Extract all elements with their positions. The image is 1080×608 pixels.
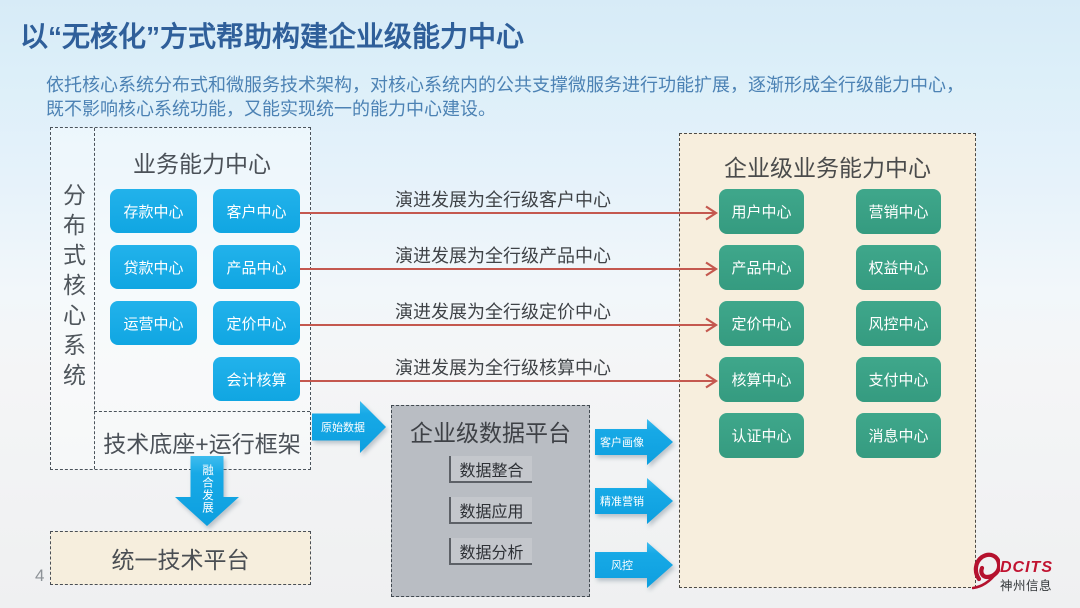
right-arrow-shape [595,542,673,588]
connector-arrowhead [705,317,718,333]
data-item-application: 数据应用 [449,497,532,524]
down-arrow-shape [175,456,239,526]
button-auth-center: 认证中心 [719,413,804,458]
customer-portrait-arrow-label: 客户画像 [600,437,644,449]
connector-customer-center: 演进发展为全行级客户中心 [300,190,718,221]
precision-marketing-arrow-label: 精准营销 [600,496,644,508]
connector-label: 演进发展为全行级核算中心 [395,358,611,378]
subtitle-line-2: 既不影响核心系统功能，又能实现统一的能力中心建设。 [46,99,496,119]
enterprise-capability-panel: 企业级业务能力中心 用户中心 营销中心 产品中心 权益中心 定价中心 风控中心 … [679,133,976,588]
risk-control-arrow: 风控 [595,542,673,588]
connector-pricing-center: 演进发展为全行级定价中心 [300,302,718,333]
connector-label: 演进发展为全行级定价中心 [395,302,611,322]
enterprise-data-platform-title: 企业级数据平台 [410,420,571,446]
button-user-center: 用户中心 [719,189,804,234]
dcits-logo-text: DCITS [1000,559,1053,576]
unified-tech-platform-box: 统一技术平台 [50,531,311,585]
button-message-center: 消息中心 [856,413,941,458]
enterprise-data-platform: 企业级数据平台 数据整合 数据应用 数据分析 [391,405,590,597]
data-item-analysis: 数据分析 [449,538,532,565]
connector-arrowhead [705,261,718,277]
connector-label: 演进发展为全行级客户中心 [395,190,611,210]
button-deposit-center: 存款中心 [110,189,197,233]
customer-portrait-arrow: 客户画像 [595,419,673,465]
precision-marketing-arrow: 精准营销 [595,478,673,524]
connector-line [300,380,715,382]
dcits-logo-icon [972,552,1000,590]
button-payment-center: 支付中心 [856,357,941,402]
connector-accounting-center: 演进发展为全行级核算中心 [300,358,718,389]
enterprise-capability-panel-title: 企业级业务能力中心 [724,155,931,181]
data-item-integration: 数据整合 [449,456,532,483]
tech-base-label: 技术底座+运行框架 [103,431,301,457]
button-product-center-2: 产品中心 [719,245,804,290]
button-marketing-center: 营销中心 [856,189,941,234]
connector-arrowhead [705,205,718,221]
subtitle-line-1: 依托核心系统分布式和微服务技术架构，对核心系统内的公共支撑微服务进行功能扩展，逐… [46,75,964,95]
button-customer-center: 客户中心 [213,189,300,233]
panel-column-divider [94,128,95,469]
button-risk-center: 风控中心 [856,301,941,346]
page-number: 4 [35,566,45,585]
dcits-company-name: 神州信息 [1000,579,1053,593]
button-loan-center: 贷款中心 [110,245,197,289]
raw-data-arrow: 原始数据 [312,401,386,453]
slide-subtitle: 依托核心系统分布式和微服务技术架构，对核心系统内的公共支撑微服务进行功能扩展，逐… [46,73,976,121]
connector-product-center: 演进发展为全行级产品中心 [300,246,718,277]
button-operation-center: 运营中心 [110,301,197,345]
button-product-center: 产品中心 [213,245,300,289]
connector-label: 演进发展为全行级产品中心 [395,246,611,266]
side-label-distributed-core-system: 分布式核心系统 [59,182,86,393]
button-accounting-center-2: 核算中心 [719,357,804,402]
button-pricing-center: 定价中心 [213,301,300,345]
unified-tech-platform-label: 统一技术平台 [111,547,250,573]
business-capability-center-title: 业务能力中心 [133,151,271,177]
button-accounting-center: 会计核算 [213,357,300,401]
fusion-development-arrow-label: 融合发展 [201,463,213,514]
right-arrow-shape [595,478,673,524]
panel-row-divider [94,411,310,412]
connector-line [300,212,715,214]
raw-data-arrow-label: 原始数据 [321,422,365,434]
page-title: 以“无核化”方式帮助构建企业级能力中心 [20,21,525,52]
button-equity-center: 权益中心 [856,245,941,290]
right-arrow-shape [595,419,673,465]
connector-arrowhead [705,373,718,389]
risk-control-arrow-label: 风控 [611,560,633,572]
connector-line [300,324,715,326]
right-arrow-shape [312,401,386,453]
fusion-development-arrow: 融合发展 [175,456,239,527]
connector-line [300,268,715,270]
button-pricing-center-2: 定价中心 [719,301,804,346]
distributed-core-panel: 分布式核心系统 业务能力中心 存款中心 客户中心 贷款中心 产品中心 运营中心 … [50,127,311,470]
